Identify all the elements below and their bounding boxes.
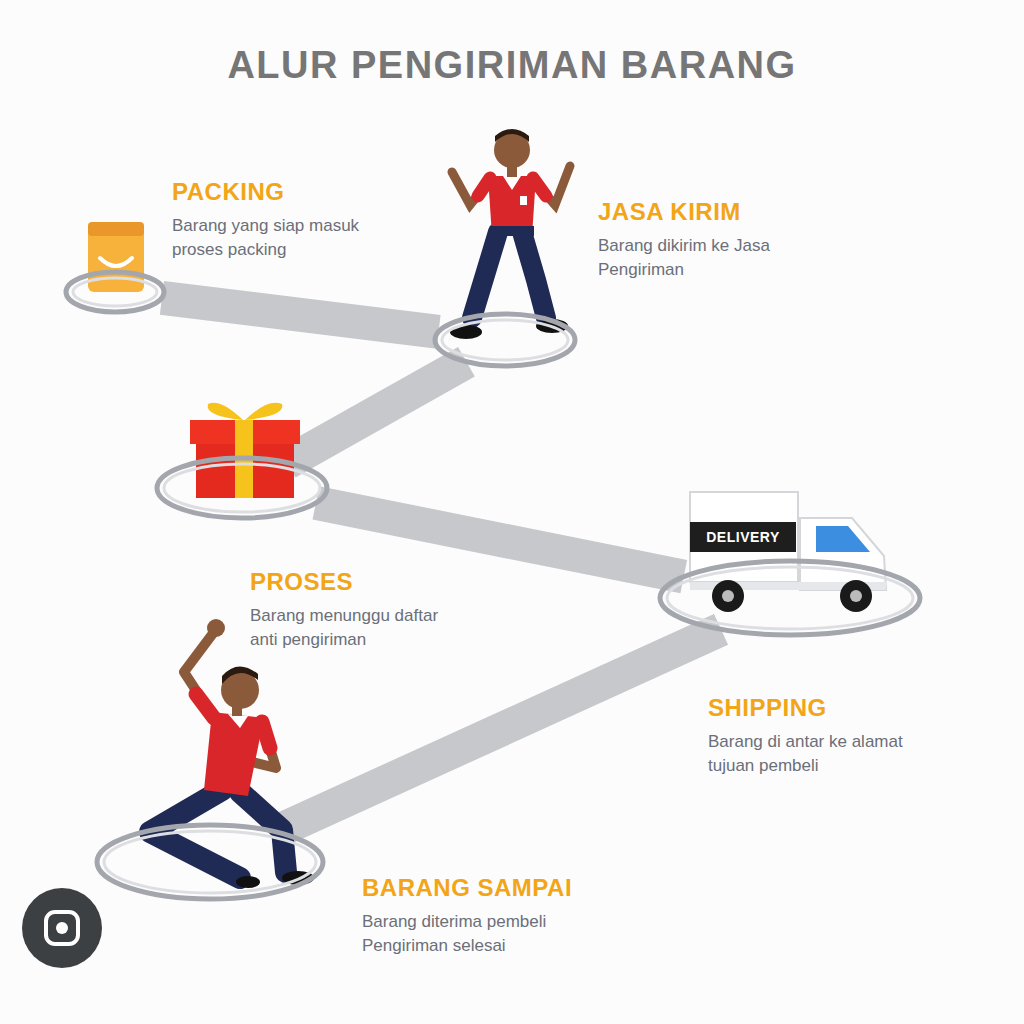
route-band	[316, 503, 684, 577]
gift-icon	[190, 403, 300, 498]
station-platform: JASA KIRIMBarang dikirim ke Jasa Pengiri…	[432, 311, 578, 369]
platform-outer	[66, 272, 164, 312]
platform-inner	[442, 320, 568, 360]
platform-inner	[164, 464, 320, 512]
station-caption: JASA KIRIM Barang dikirim ke Jasa Pengiri…	[598, 198, 770, 282]
platform-outer	[660, 561, 920, 635]
happy-figure-part	[222, 666, 258, 684]
platform-ring	[657, 558, 923, 638]
courier-figure-part	[495, 129, 529, 142]
station-caption: PROSES Barang menunggu daftar anti pengir…	[250, 568, 455, 652]
platform-ring	[154, 455, 330, 521]
happy-figure-part	[228, 714, 248, 728]
station-caption: SHIPPING Barang di antar ke alamat tujuan…	[708, 694, 948, 778]
truck-icon-part	[840, 580, 872, 612]
platform-ring	[94, 822, 326, 902]
bag-icon-part	[88, 222, 144, 236]
station-caption: BARANG SAMPAI Barang diterima pembeli Pen…	[362, 874, 582, 958]
courier-figure-part	[522, 232, 546, 318]
truck-label: DELIVERY	[690, 522, 796, 552]
station-platform: BARANG SAMPAIBarang diterima pembeli Pen…	[94, 822, 326, 902]
station-heading: JASA KIRIM	[598, 198, 770, 226]
station-platform: PACKINGBarang yang siap masuk proses pac…	[63, 269, 167, 315]
station-description: Barang di antar ke alamat tujuan pembeli	[708, 730, 948, 778]
happy-figure-part	[262, 722, 270, 748]
courier-figure-part	[503, 176, 521, 190]
gift-icon-part	[208, 403, 243, 420]
happy-figure-part	[207, 619, 225, 637]
happy-figure-part	[196, 694, 214, 718]
platform-ring	[432, 311, 578, 369]
lens-badge	[22, 888, 102, 968]
platform-inner	[104, 831, 316, 893]
station-description: Barang yang siap masuk proses packing	[172, 214, 392, 262]
station-caption: PACKING Barang yang siap masuk proses pac…	[172, 178, 392, 262]
truck-icon-part	[722, 590, 734, 602]
truck-icon	[690, 492, 886, 612]
bag-icon-part	[88, 222, 144, 292]
station-description: Barang dikirim ke Jasa Pengiriman	[598, 234, 770, 282]
platform-outer	[97, 825, 323, 899]
courier-figure-part	[520, 196, 527, 205]
platform-outer	[435, 314, 575, 366]
courier-figure-part	[472, 232, 498, 318]
platform-ring	[63, 269, 167, 315]
truck-icon-part	[800, 518, 886, 590]
truck-icon-part	[850, 590, 862, 602]
bag-icon-part	[100, 258, 132, 266]
truck-icon-part	[816, 526, 870, 552]
courier-figure-part	[488, 176, 536, 236]
station-heading: PROSES	[250, 568, 455, 596]
happy-figure-part	[236, 876, 260, 888]
happy-figure	[150, 619, 314, 888]
station-heading: BARANG SAMPAI	[362, 874, 582, 902]
lens-badge-part	[22, 888, 102, 968]
courier-figure-part	[452, 172, 490, 205]
truck-icon-part	[690, 522, 796, 552]
station-platform: PROSESBarang menunggu daftar anti pengir…	[154, 455, 330, 521]
station-platform: SHIPPINGBarang di antar ke alamat tujuan…	[657, 558, 923, 638]
bag-icon	[88, 222, 144, 292]
lens-badge-part	[56, 922, 68, 934]
truck-icon-part	[712, 580, 744, 612]
station-description: Barang diterima pembeli Pengiriman seles…	[362, 910, 582, 958]
route-band	[287, 362, 466, 463]
route-band	[162, 298, 439, 332]
lens-badge-part	[46, 912, 78, 944]
platform-outer	[157, 458, 327, 518]
happy-figure-part	[184, 632, 214, 718]
happy-figure-part	[204, 712, 264, 796]
platform-inner	[73, 278, 157, 306]
platform-inner	[667, 567, 913, 629]
courier-figure-part	[478, 178, 490, 196]
route-band	[276, 629, 721, 832]
station-heading: SHIPPING	[708, 694, 948, 722]
station-description: Barang menunggu daftar anti pengiriman	[250, 604, 455, 652]
station-heading: PACKING	[172, 178, 392, 206]
courier-figure-part	[533, 166, 570, 205]
gift-icon-part	[245, 403, 282, 420]
courier-figure	[450, 129, 570, 339]
diagram-title: ALUR PENGIRIMAN BARANG	[0, 44, 1024, 87]
courier-figure-part	[490, 226, 534, 236]
